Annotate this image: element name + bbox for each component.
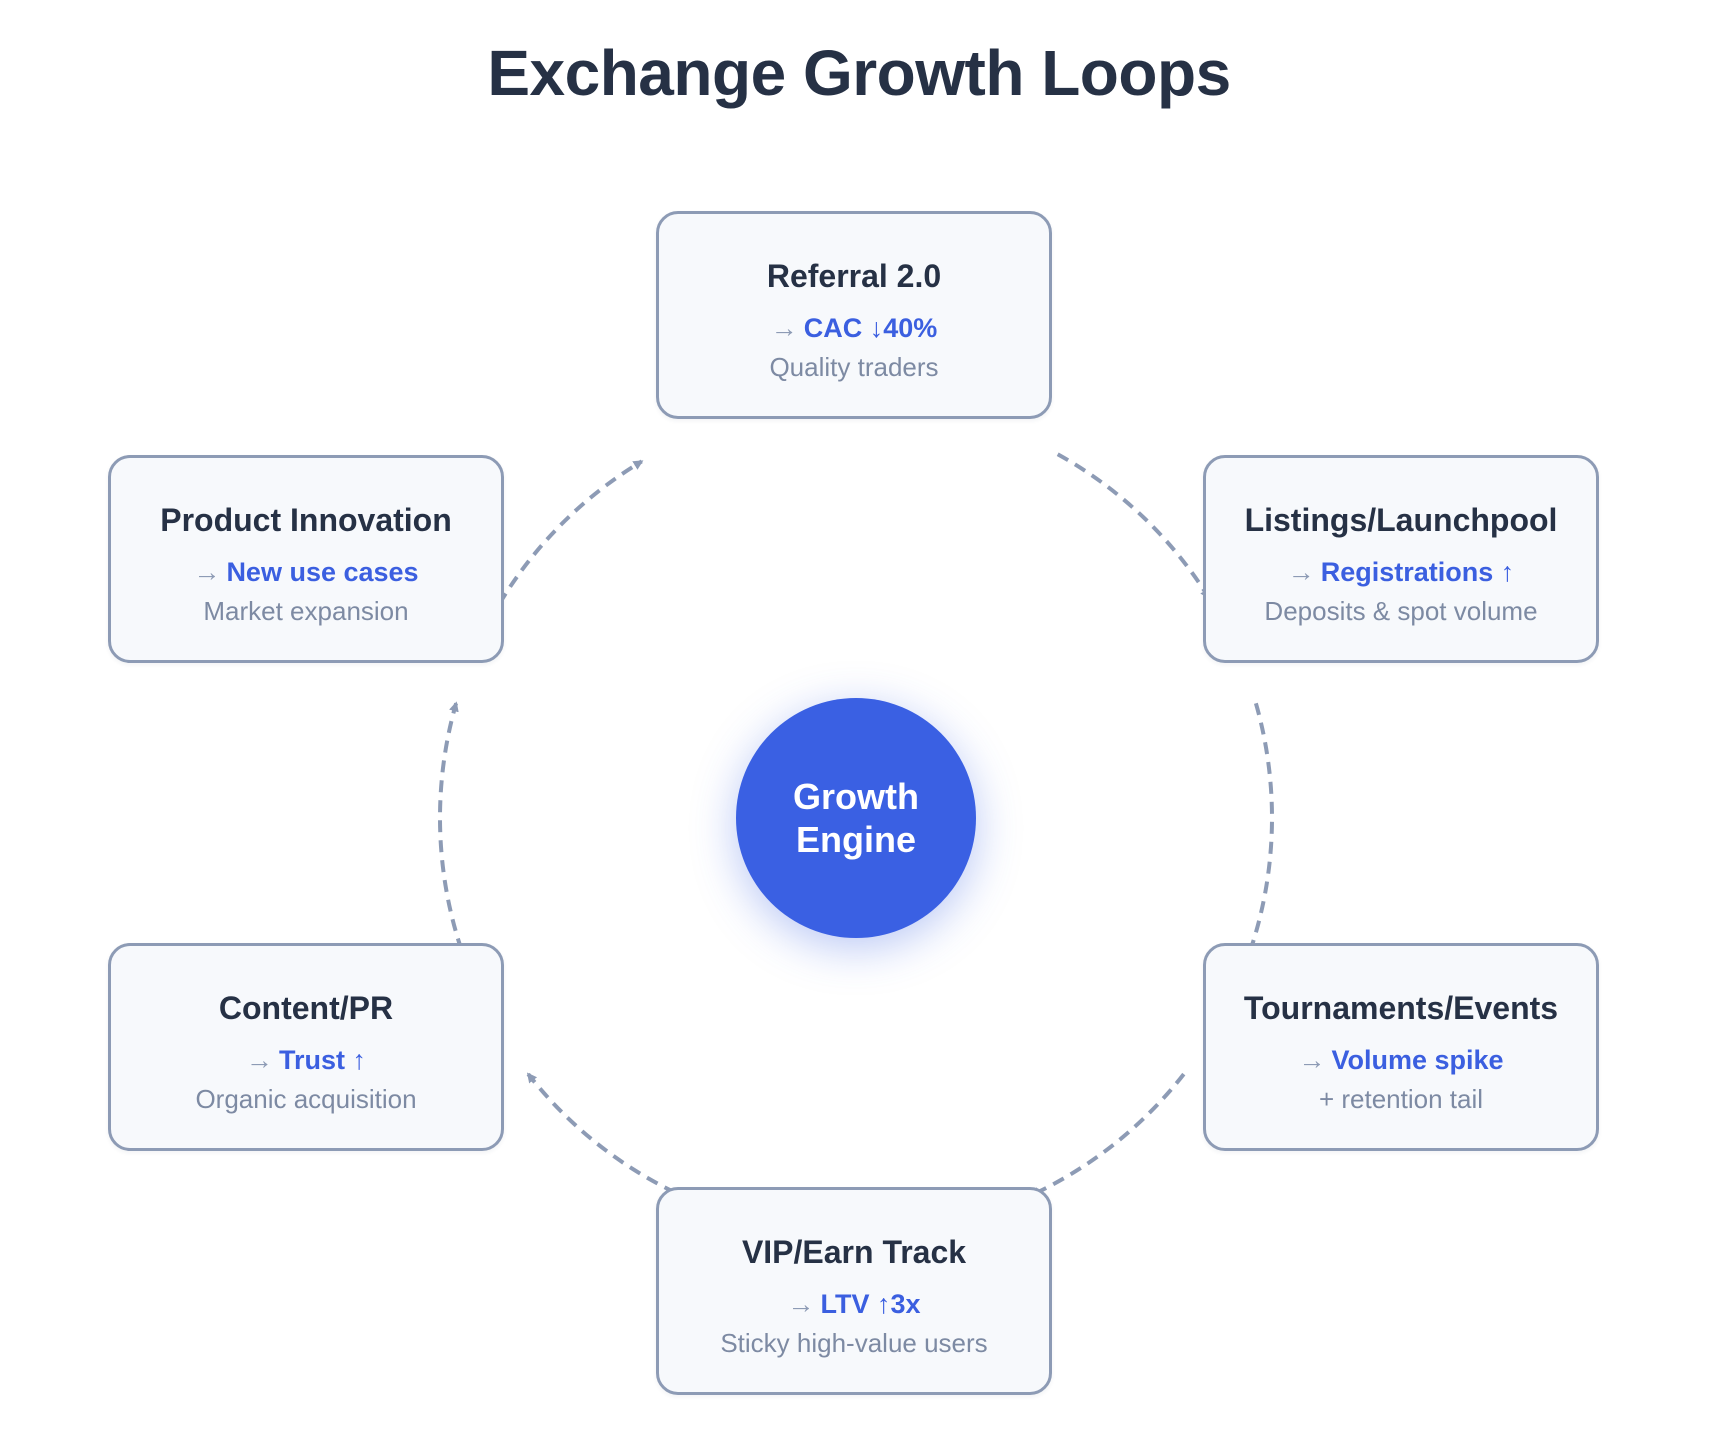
node-title: Content/PR bbox=[218, 990, 394, 1026]
arrow-right-icon: → bbox=[1298, 1045, 1326, 1075]
diagram-title: Exchange Growth Loops bbox=[487, 37, 1231, 109]
node-metric: →Trust ↑ bbox=[245, 1045, 366, 1075]
node-listings-launchpool: Listings/Launchpool →Registrations ↑ Dep… bbox=[1203, 455, 1599, 663]
node-metric: →LTV ↑3x bbox=[787, 1289, 921, 1319]
hub-label: Growth Engine bbox=[793, 776, 919, 860]
node-product-innovation: Product Innovation →New use cases Market… bbox=[108, 455, 504, 663]
node-metric: →New use cases bbox=[193, 557, 419, 587]
node-vip-earn-track: VIP/Earn Track →LTV ↑3x Sticky high-valu… bbox=[656, 1187, 1052, 1395]
arrow-right-icon: → bbox=[1287, 557, 1315, 587]
node-title: VIP/Earn Track bbox=[741, 1234, 967, 1270]
growth-engine-hub: Growth Engine bbox=[736, 698, 976, 938]
arrow-right-icon: → bbox=[193, 557, 221, 587]
loop-arrow-3 bbox=[1029, 1072, 1186, 1197]
arrow-right-icon: → bbox=[787, 1289, 815, 1319]
node-subtitle: Organic acquisition bbox=[195, 1084, 417, 1114]
loop-arrow-2 bbox=[1237, 702, 1274, 983]
loop-arrow-5 bbox=[438, 701, 478, 989]
arrow-right-icon: → bbox=[770, 313, 798, 343]
node-tournaments-events: Tournaments/Events →Volume spike + reten… bbox=[1203, 943, 1599, 1151]
node-subtitle: Quality traders bbox=[769, 352, 939, 382]
arrow-right-icon: → bbox=[245, 1045, 273, 1075]
loop-arrow-1 bbox=[1056, 452, 1211, 600]
node-subtitle: Deposits & spot volume bbox=[1264, 596, 1538, 626]
loop-arrow-4 bbox=[526, 1072, 695, 1203]
node-subtitle: Market expansion bbox=[203, 596, 409, 626]
node-subtitle: + retention tail bbox=[1318, 1084, 1484, 1114]
node-title: Listings/Launchpool bbox=[1244, 502, 1558, 538]
node-metric: →Registrations ↑ bbox=[1287, 557, 1515, 587]
node-referral: Referral 2.0 →CAC ↓40% Quality traders bbox=[656, 211, 1052, 419]
node-title: Tournaments/Events bbox=[1243, 990, 1559, 1026]
node-subtitle: Sticky high-value users bbox=[720, 1328, 988, 1358]
node-metric: →Volume spike bbox=[1298, 1045, 1504, 1075]
node-metric: →CAC ↓40% bbox=[770, 313, 938, 343]
loop-arrow-6 bbox=[497, 459, 644, 605]
node-title: Product Innovation bbox=[160, 502, 452, 538]
node-title: Referral 2.0 bbox=[766, 258, 942, 294]
node-content-pr: Content/PR →Trust ↑ Organic acquisition bbox=[108, 943, 504, 1151]
